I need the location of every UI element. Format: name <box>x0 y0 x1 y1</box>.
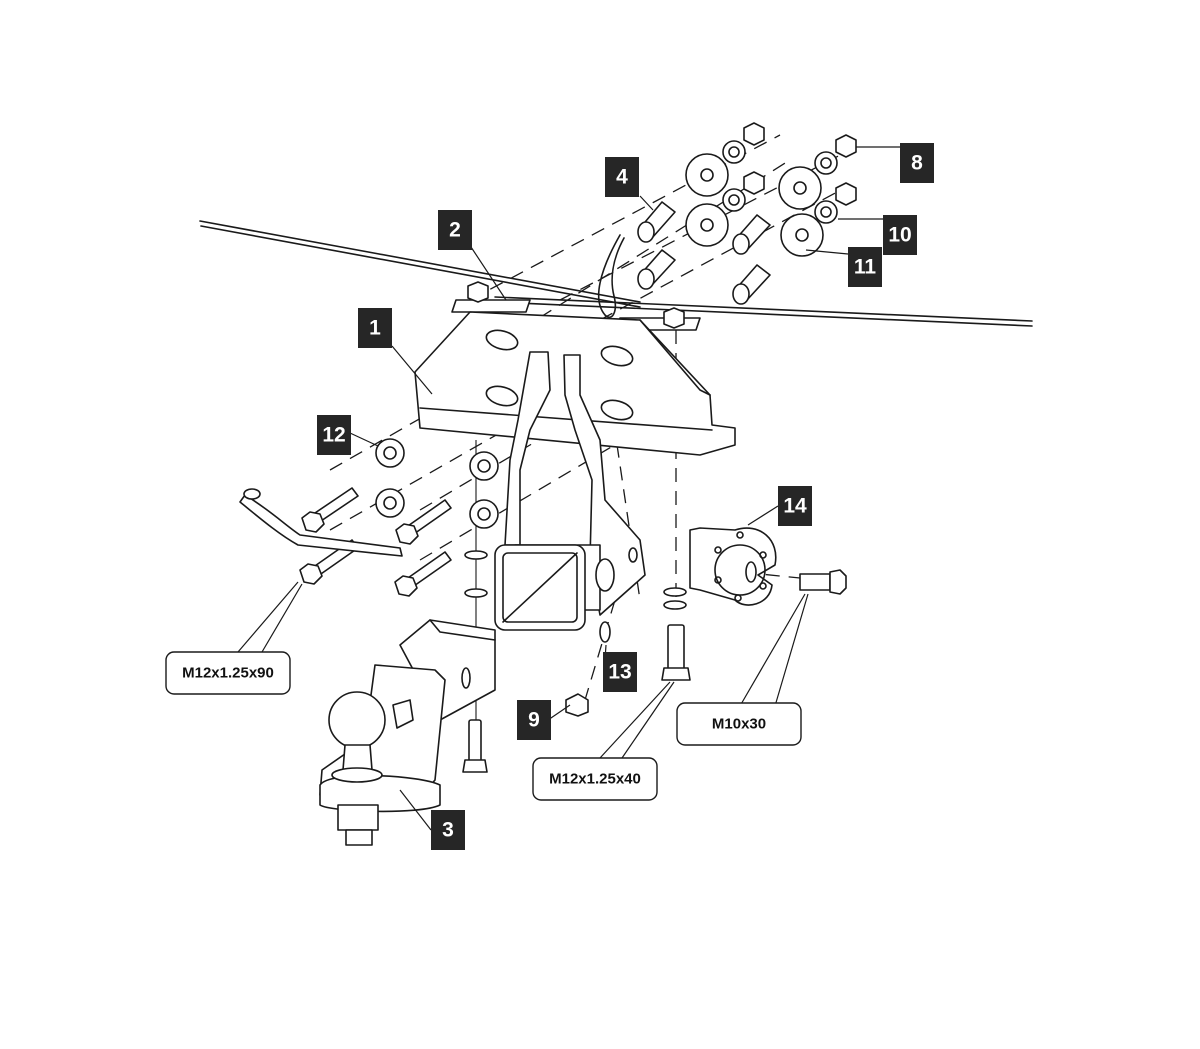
bolt <box>394 551 452 597</box>
r-clip-pin <box>597 234 625 319</box>
callout-label: 4 <box>616 166 628 189</box>
long-rod-left <box>199 220 641 308</box>
nut <box>565 693 589 717</box>
flat-washer <box>375 488 405 518</box>
large-washer <box>685 203 729 247</box>
large-washer <box>780 213 824 257</box>
callout-label: 3 <box>442 819 454 842</box>
callout-label: 8 <box>911 152 923 175</box>
flat-washer <box>469 499 499 529</box>
spacer-tubes <box>637 201 771 305</box>
spec-label-m10-30: M10x30 <box>676 702 802 746</box>
callout-8: 8 <box>900 143 934 183</box>
spacer-tube <box>732 214 771 255</box>
callout-2: 2 <box>438 210 472 250</box>
receiver-body <box>494 351 646 631</box>
long-bolts <box>239 487 452 597</box>
callout-label: 11 <box>854 256 877 279</box>
large-washers <box>685 153 824 257</box>
electrical-socket-bracket <box>689 527 777 606</box>
bolt <box>395 499 452 545</box>
spacer-tube <box>637 249 676 290</box>
large-washer <box>778 166 822 210</box>
callout-label: 2 <box>449 219 461 242</box>
callout-1: 1 <box>358 308 392 348</box>
callout-label: 9 <box>528 709 540 732</box>
callout-9: 9 <box>517 700 551 740</box>
spec-label-m12-90: M12x1.25x90 <box>165 651 291 695</box>
callout-label: 10 <box>888 224 911 247</box>
flat-washer <box>469 451 499 481</box>
callout-3: 3 <box>431 810 465 850</box>
callout-label: 14 <box>783 495 807 518</box>
callout-11: 11 <box>848 247 882 287</box>
nuts <box>743 122 857 206</box>
spring-washers <box>722 140 838 224</box>
spec-text: M10x30 <box>712 716 766 733</box>
spec-text: M12x1.25x40 <box>549 771 641 788</box>
callout-13: 13 <box>603 652 637 692</box>
flat-washer <box>375 438 405 468</box>
callout-12: 12 <box>317 415 351 455</box>
spring-washers-stack <box>464 550 687 610</box>
flat-washers <box>375 438 499 529</box>
bolt-m10 <box>799 569 847 595</box>
large-washer <box>685 153 729 197</box>
leader-lines <box>237 146 902 831</box>
spacer-tube <box>637 201 676 243</box>
callout-label: 12 <box>322 424 345 447</box>
callout-14: 14 <box>778 486 812 526</box>
callout-label: 13 <box>608 661 631 684</box>
callout-label: 1 <box>369 317 381 340</box>
bolt-m12-short <box>661 624 691 681</box>
spec-text: M12x1.25x90 <box>182 665 274 682</box>
spacer-tube <box>732 264 771 305</box>
bolt <box>301 487 359 533</box>
callout-4: 4 <box>605 157 639 197</box>
ball-mount-with-tow-ball <box>319 619 496 846</box>
spec-label-m12-40: M12x1.25x40 <box>532 757 658 801</box>
long-rod-right <box>494 296 1033 327</box>
callout-10: 10 <box>883 215 917 255</box>
lock-washer <box>599 621 611 643</box>
